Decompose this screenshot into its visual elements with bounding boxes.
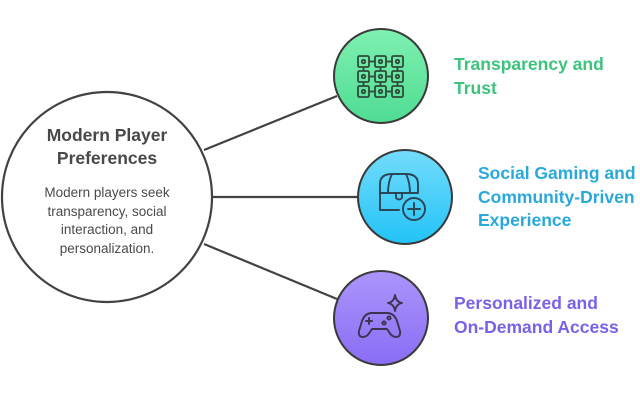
label-line: Trust — [454, 77, 497, 98]
label-line: Personalized and — [454, 293, 598, 313]
label-social: Social Gaming and Community-Driven Exper… — [478, 162, 636, 233]
node-transparency — [333, 28, 429, 124]
label-line: Transparency and — [454, 54, 604, 74]
node-personalized — [333, 270, 429, 366]
label-line: On-Demand Access — [454, 316, 619, 337]
central-description: Modern players seek transparency, social… — [12, 184, 202, 258]
node-social — [357, 149, 453, 245]
label-line: Experience — [478, 210, 572, 230]
description-line: personalization. — [59, 240, 155, 256]
connector-transparency — [203, 94, 338, 152]
central-title: Modern Player Preferences — [12, 124, 202, 170]
description-line: interaction, and — [60, 222, 154, 237]
label-transparency: Transparency and Trust — [454, 53, 604, 100]
connector-personalized — [203, 242, 338, 301]
gamepad-sparkle-icon — [357, 294, 403, 338]
label-line: Social Gaming and — [478, 163, 636, 183]
description-line: transparency, social — [47, 203, 167, 219]
central-node — [0, 90, 214, 304]
central-title-line: Preferences — [56, 148, 158, 168]
treasure-chest-plus-icon — [379, 173, 426, 221]
label-personalized: Personalized and On-Demand Access — [454, 292, 619, 339]
description-line: Modern players seek — [44, 185, 170, 200]
central-node-text: Modern Player Preferences Modern players… — [12, 124, 202, 258]
central-title-line: Modern Player — [46, 125, 168, 145]
blockchain-grid-icon — [357, 55, 404, 98]
label-line: Community-Driven — [478, 186, 635, 207]
